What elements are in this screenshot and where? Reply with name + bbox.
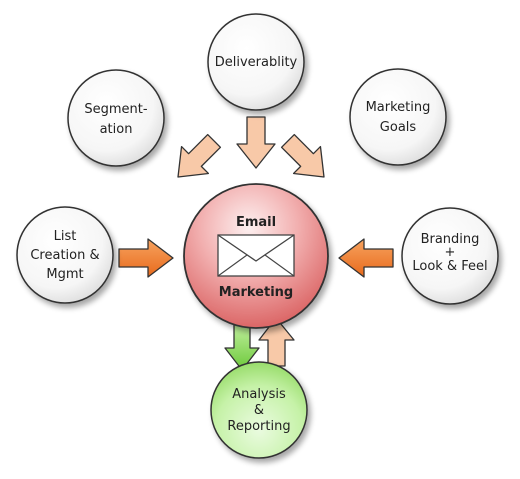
arrow-analysis-to-center bbox=[258, 317, 295, 367]
node-analysis-line1: Analysis bbox=[232, 387, 286, 402]
arrow-list-creation-to-center bbox=[118, 238, 174, 278]
node-list-creation-line3: Mgmt bbox=[46, 267, 83, 282]
node-list-creation-line1: List bbox=[54, 229, 77, 244]
node-email-marketing: Email Marketing bbox=[183, 183, 329, 329]
node-list-creation: List Creation & Mgmt bbox=[16, 206, 114, 304]
node-segmentation: Segment- ation bbox=[67, 69, 165, 167]
node-marketing-goals-line2: Goals bbox=[380, 120, 417, 135]
node-marketing-goals-line1: Marketing bbox=[366, 100, 431, 115]
node-list-creation-line2: Creation & bbox=[30, 248, 99, 263]
envelope-icon bbox=[217, 234, 295, 277]
arrow-deliverability-to-center bbox=[236, 116, 276, 169]
node-branding-line1: Branding bbox=[421, 232, 480, 247]
node-deliverability: Deliverablity bbox=[207, 13, 305, 111]
center-label-line1: Email bbox=[236, 215, 276, 230]
arrow-marketing-goals-to-center bbox=[280, 133, 325, 178]
node-segmentation-line2: ation bbox=[100, 122, 133, 137]
node-analysis-line3: Reporting bbox=[227, 419, 290, 434]
node-marketing-goals: Marketing Goals bbox=[349, 68, 447, 166]
center-label-line2: Marketing bbox=[219, 285, 293, 300]
node-analysis: Analysis & Reporting bbox=[210, 361, 308, 459]
node-deliverability-label: Deliverablity bbox=[215, 55, 298, 70]
node-branding-line3: Look & Feel bbox=[412, 259, 487, 274]
node-segmentation-line1: Segment- bbox=[84, 102, 148, 117]
node-branding-line2: + bbox=[445, 245, 456, 260]
arrow-segmentation-to-center bbox=[177, 133, 222, 178]
node-analysis-line2: & bbox=[254, 403, 264, 418]
node-branding: Branding + Look & Feel bbox=[401, 207, 499, 305]
arrow-branding-to-center bbox=[338, 238, 394, 278]
